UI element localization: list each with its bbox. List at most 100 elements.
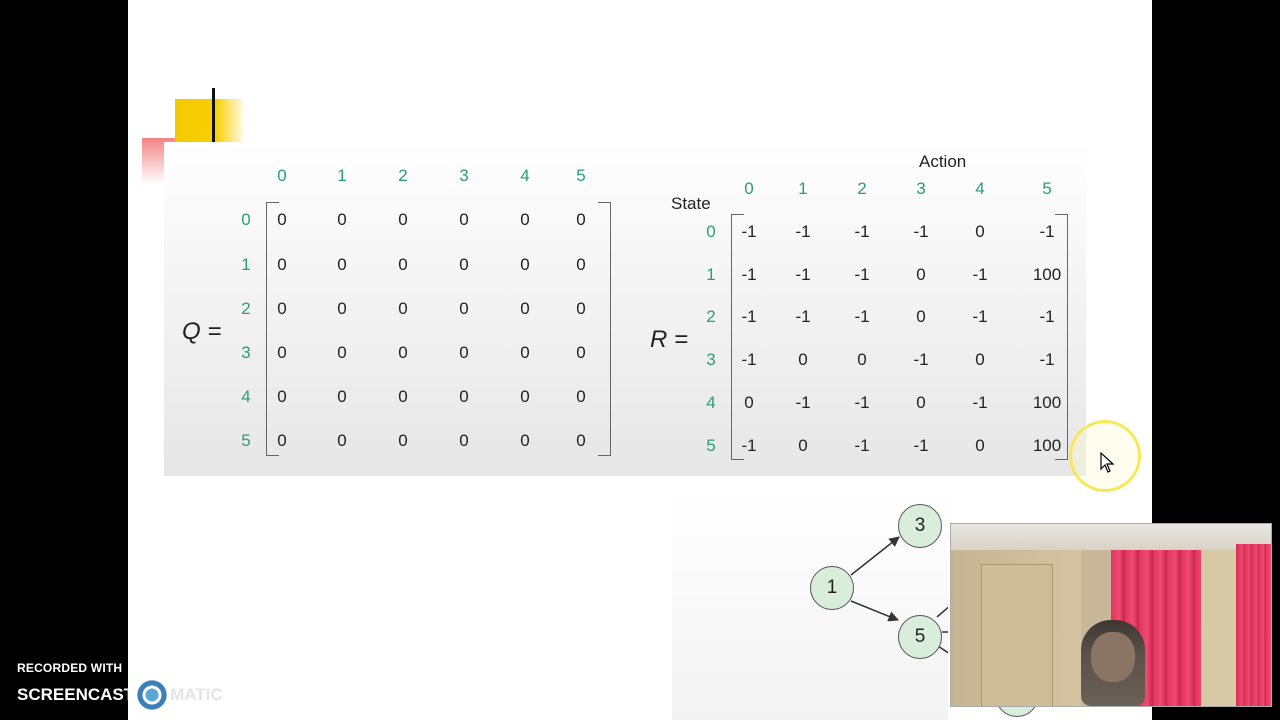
q-row-header: 4 <box>241 387 251 406</box>
webcam-window <box>1201 550 1236 706</box>
q-cell: 0 <box>576 255 586 274</box>
webcam-presenter-face <box>1091 632 1135 682</box>
graph-node-5-middle: 5 <box>898 615 942 659</box>
q-cell: 0 <box>398 299 408 318</box>
r-cell: 100 <box>1032 393 1062 412</box>
webcam-curtain-right <box>1236 544 1271 706</box>
webcam-overlay <box>950 523 1272 707</box>
r-cell: -1 <box>1039 350 1055 369</box>
r-matrix-label: R = <box>650 326 689 353</box>
q-cell: 0 <box>337 210 347 229</box>
r-col-header: 4 <box>975 179 985 198</box>
watermark-brand-left: SCREENCAST <box>17 685 135 704</box>
q-cell: 0 <box>459 210 469 229</box>
q-right-bracket <box>598 202 611 456</box>
q-cell: 0 <box>459 255 469 274</box>
q-cell: 0 <box>337 299 347 318</box>
r-col-header: 1 <box>798 179 808 198</box>
edge-1-to-3 <box>850 536 900 576</box>
q-cell: 0 <box>337 343 347 362</box>
q-left-bracket <box>266 202 279 456</box>
q-cell: 0 <box>398 343 408 362</box>
r-cell: 100 <box>1032 436 1062 455</box>
decorative-yellow-block <box>175 99 243 143</box>
r-cell: 0 <box>975 350 985 369</box>
q-cell: 0 <box>277 431 287 450</box>
r-cell: -1 <box>854 265 870 284</box>
q-cell: 0 <box>459 343 469 362</box>
q-col-header: 2 <box>398 166 408 185</box>
graph-edges <box>850 536 948 654</box>
r-cell: -1 <box>741 222 757 241</box>
r-col-header: 5 <box>1042 179 1052 198</box>
r-cell: -1 <box>972 393 988 412</box>
q-cell: 0 <box>337 431 347 450</box>
graph-node-3: 3 <box>898 504 942 548</box>
decorative-black-bar <box>212 88 215 144</box>
q-cell: 0 <box>459 387 469 406</box>
r-cell: 0 <box>916 265 926 284</box>
graph-node-1-source: 1 <box>810 566 854 610</box>
q-col-header: 4 <box>520 166 530 185</box>
q-cell: 0 <box>576 431 586 450</box>
r-cell: -1 <box>741 436 757 455</box>
q-col-header: 5 <box>576 166 586 185</box>
r-cell: -1 <box>913 436 929 455</box>
r-cell: 0 <box>798 436 808 455</box>
r-cell: -1 <box>854 307 870 326</box>
r-row-header: 2 <box>706 307 716 326</box>
q-cell: 0 <box>398 387 408 406</box>
r-cell: 0 <box>975 436 985 455</box>
q-row-header: 3 <box>241 343 251 362</box>
q-cell: 0 <box>576 387 586 406</box>
q-cell: 0 <box>398 255 408 274</box>
q-cell: 0 <box>277 343 287 362</box>
mouse-cursor-icon <box>1100 452 1115 473</box>
r-col-header: 3 <box>916 179 926 198</box>
q-cell: 0 <box>277 255 287 274</box>
recorded-with-text: RECORDED WITH <box>17 661 123 675</box>
edge-5-to-1 <box>936 606 948 618</box>
q-row-header: 2 <box>241 299 251 318</box>
webcam-cupboard <box>981 564 1053 706</box>
r-cell: 0 <box>744 393 754 412</box>
r-cell: -1 <box>795 265 811 284</box>
q-cell: 0 <box>520 431 530 450</box>
q-cell: 0 <box>576 343 586 362</box>
q-cell: 0 <box>398 210 408 229</box>
webcam-ceiling <box>951 524 1271 550</box>
q-cell: 0 <box>459 431 469 450</box>
r-cell: -1 <box>741 307 757 326</box>
r-left-bracket <box>731 214 744 460</box>
q-cell: 0 <box>576 210 586 229</box>
r-cell: 0 <box>798 350 808 369</box>
edge-1-to-5 <box>850 600 899 622</box>
r-cell: -1 <box>854 393 870 412</box>
r-cell: -1 <box>972 265 988 284</box>
r-cell: -1 <box>913 222 929 241</box>
r-row-header: 0 <box>706 222 716 241</box>
r-cell: -1 <box>854 222 870 241</box>
screencast-logo-icon <box>137 680 168 710</box>
r-cell: -1 <box>1039 307 1055 326</box>
r-cell: -1 <box>854 436 870 455</box>
q-cell: 0 <box>520 210 530 229</box>
q-cell: 0 <box>277 210 287 229</box>
q-cell: 0 <box>277 387 287 406</box>
r-cell: -1 <box>1039 222 1055 241</box>
r-cell: 0 <box>857 350 867 369</box>
q-cell: 0 <box>337 255 347 274</box>
q-cell: 0 <box>277 299 287 318</box>
r-cell: -1 <box>741 350 757 369</box>
watermark-brand-right: MATIC <box>170 685 223 704</box>
q-col-header: 1 <box>337 166 347 185</box>
q-row-header: 0 <box>241 210 251 229</box>
r-cell: -1 <box>795 222 811 241</box>
q-cell: 0 <box>576 299 586 318</box>
q-cell: 0 <box>337 387 347 406</box>
r-col-header: 0 <box>744 179 754 198</box>
q-row-header: 5 <box>241 431 251 450</box>
q-cell: 0 <box>520 299 530 318</box>
r-cell: 100 <box>1032 265 1062 284</box>
